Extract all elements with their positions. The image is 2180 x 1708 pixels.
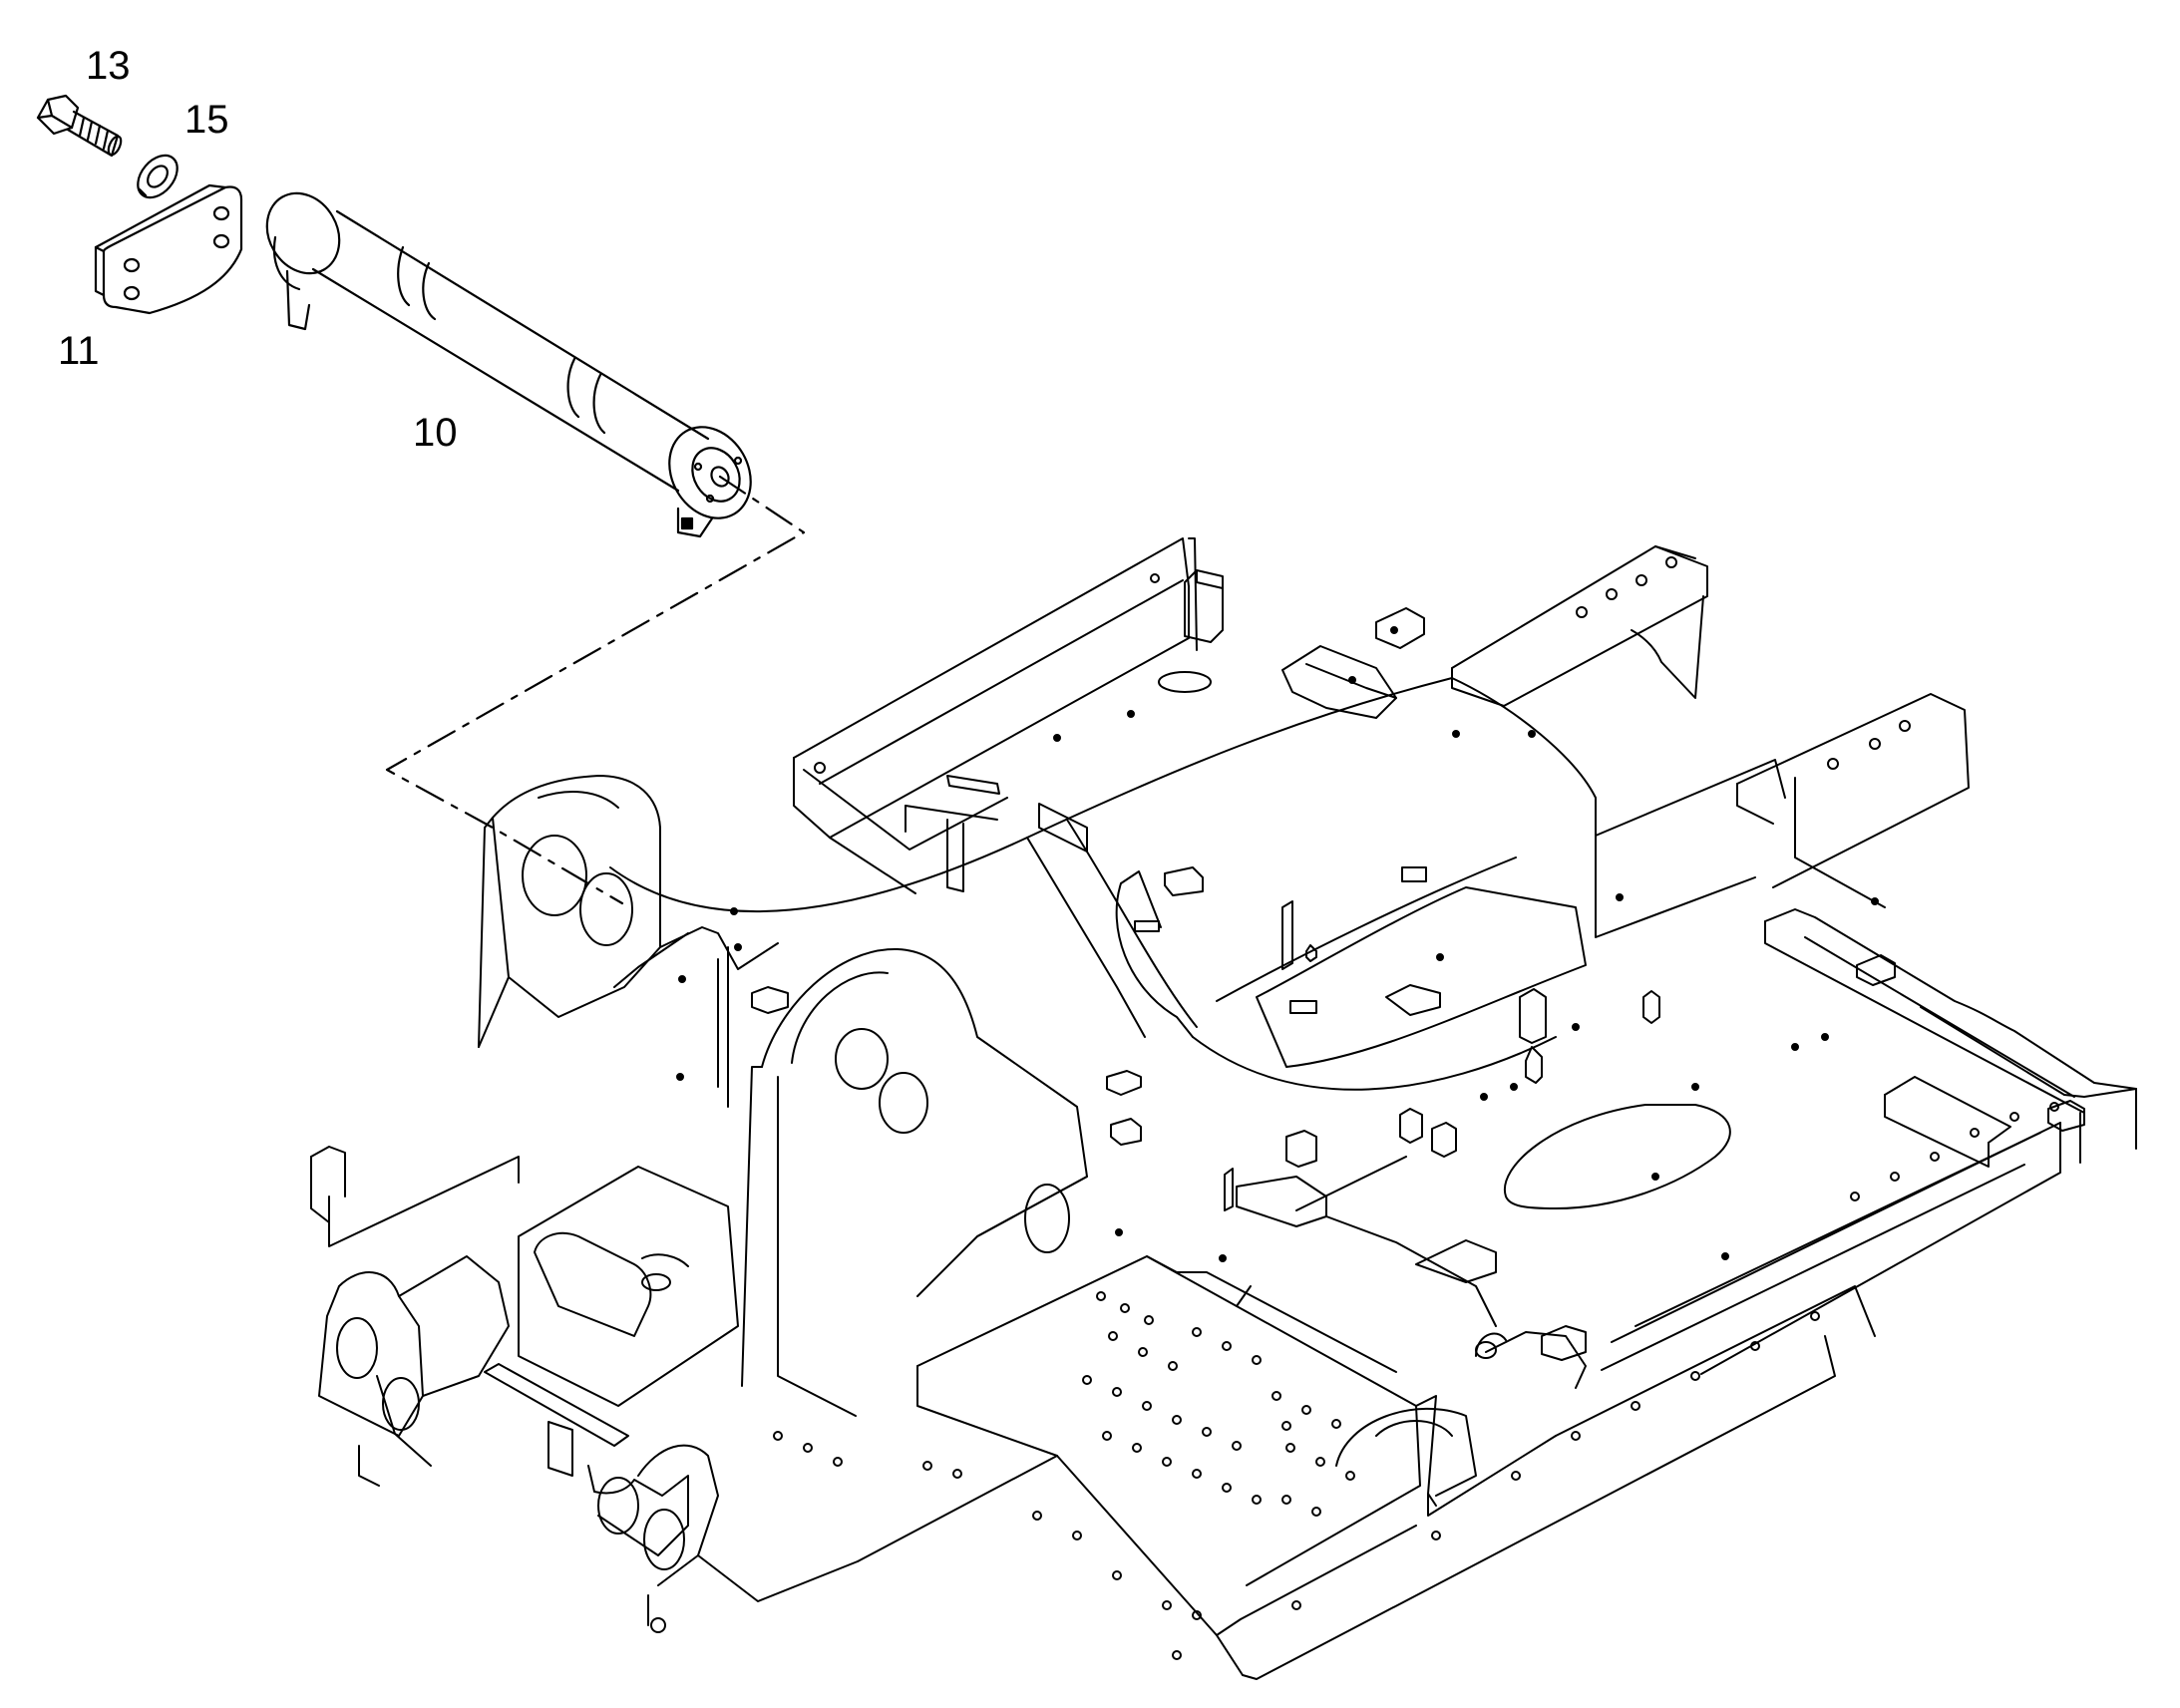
frame-side-holes	[773, 1102, 2059, 1660]
deck-hole-grid	[1082, 1291, 1355, 1517]
retainer-plate-part	[94, 183, 243, 315]
machine-frame	[310, 537, 2137, 1680]
assembly-centerline	[385, 475, 806, 905]
callout-retainer-plate: 11	[58, 329, 100, 373]
bolt-part	[36, 94, 123, 158]
callout-pivot-pin: 10	[413, 411, 458, 455]
callout-bolt: 13	[86, 44, 131, 88]
pivot-pin-part	[265, 191, 752, 538]
callout-washer: 15	[184, 98, 229, 142]
washer-part	[137, 154, 179, 199]
